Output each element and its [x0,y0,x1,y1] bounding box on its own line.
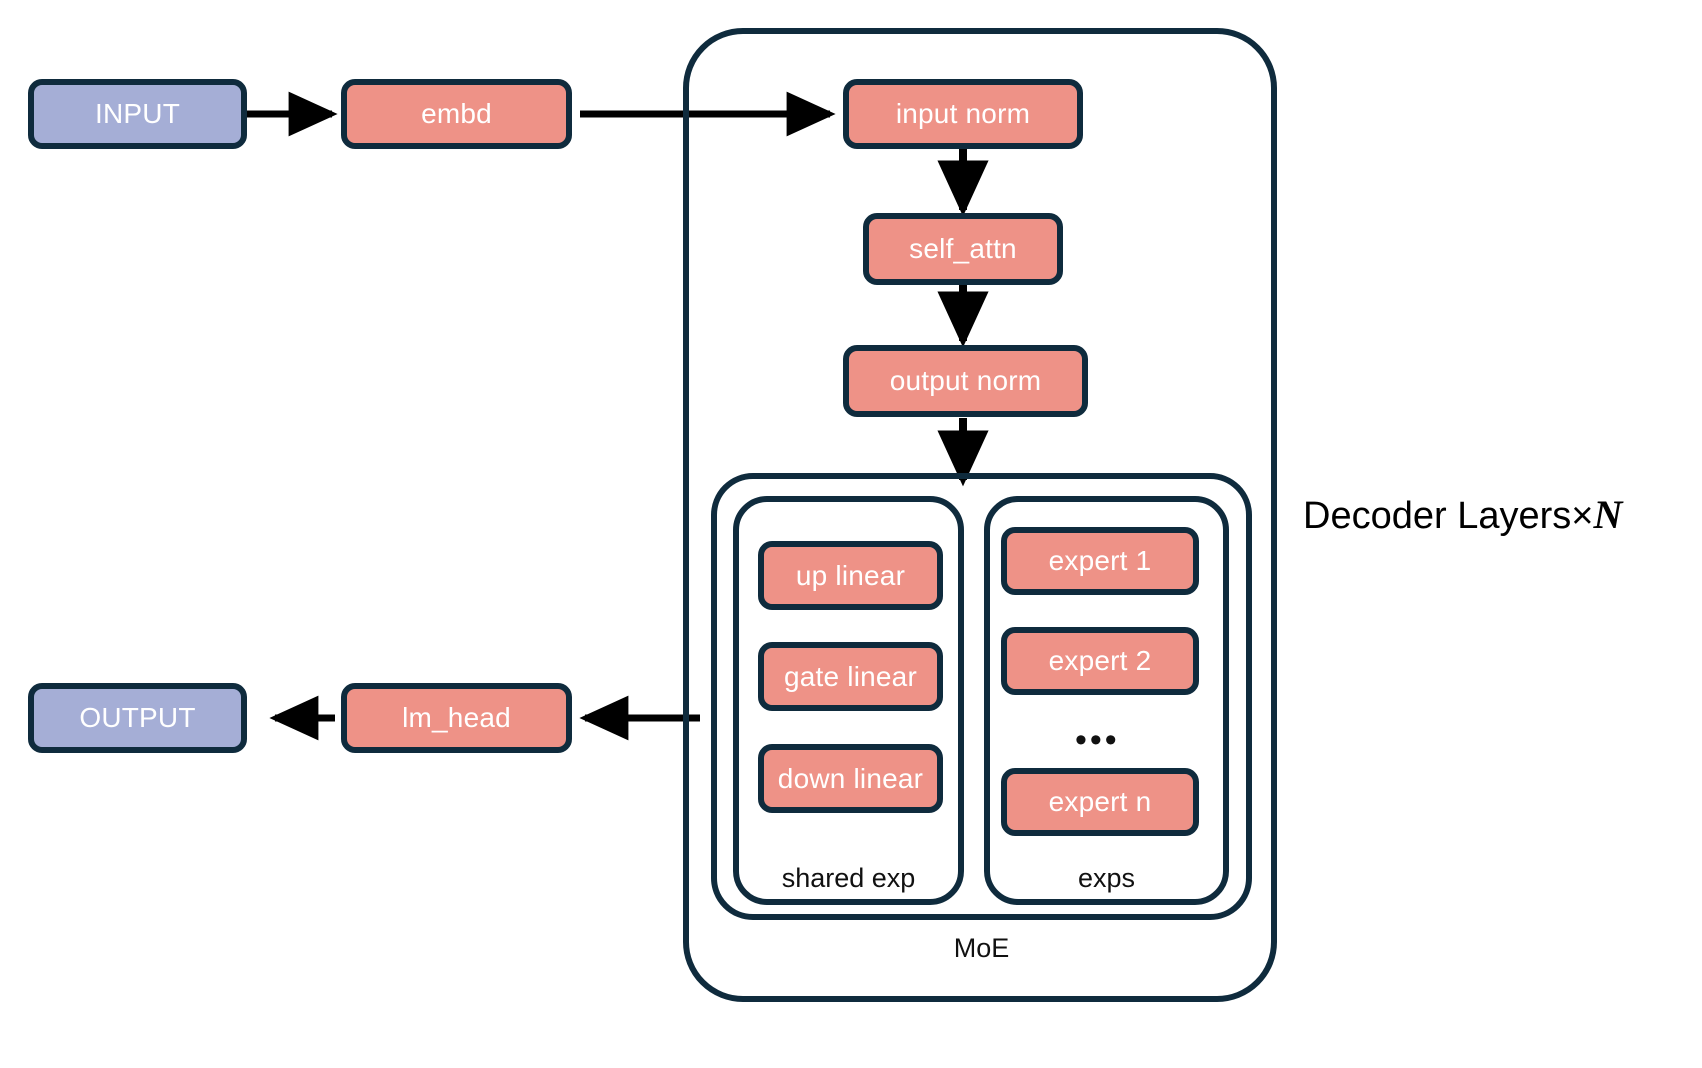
experts-caption-label: exps [1077,863,1136,893]
experts-frame [984,496,1229,905]
input-node-label: INPUT [95,98,180,129]
moe-frame [711,473,1252,920]
expert-n-label: expert n [1048,786,1152,817]
output-node-label: OUTPUT [79,702,196,733]
decoder-layers-count: N [1593,492,1623,537]
shared-expert-caption-label: shared exp [781,863,916,893]
moe-caption: MoE [711,935,1252,962]
gate-linear-node[interactable]: gate linear [758,642,943,711]
up-linear-label: up linear [795,559,906,591]
lm-head-node-label: lm_head [402,702,511,733]
decoder-layers-label-text: Decoder Layers× [1303,495,1594,537]
embd-node[interactable]: embd [341,79,572,149]
shared-expert-frame [733,496,964,905]
shared-expert-caption: shared exp [733,865,964,892]
input-node[interactable]: INPUT [28,79,247,149]
expert-2-label: expert 2 [1048,645,1152,676]
experts-caption: exps [984,865,1229,892]
decoder-layers-label: Decoder Layers×N [1303,492,1623,537]
self-attn-node[interactable]: self_attn [863,213,1063,285]
self-attn-label: self_attn [909,233,1017,264]
up-linear-node[interactable]: up linear [758,541,943,610]
expert-2-node[interactable]: expert 2 [1001,627,1199,695]
decoder-layers-frame [683,28,1277,1002]
moe-caption-label: MoE [953,933,1010,963]
input-norm-node[interactable]: input norm [843,79,1083,149]
experts-ellipsis-label: ••• [1075,721,1120,759]
expert-1-node[interactable]: expert 1 [1001,527,1199,595]
embd-node-label: embd [421,98,492,129]
output-node[interactable]: OUTPUT [28,683,247,753]
expert-n-node[interactable]: expert n [1001,768,1199,836]
expert-1-label: expert 1 [1048,545,1152,576]
experts-ellipsis: ••• [1075,723,1120,757]
output-norm-node[interactable]: output norm [843,345,1088,417]
down-linear-node[interactable]: down linear [758,744,943,813]
lm-head-node[interactable]: lm_head [341,683,572,753]
input-norm-label: input norm [895,98,1031,129]
down-linear-label: down linear [777,762,924,794]
output-norm-label: output norm [889,365,1042,396]
gate-linear-label: gate linear [784,660,917,692]
